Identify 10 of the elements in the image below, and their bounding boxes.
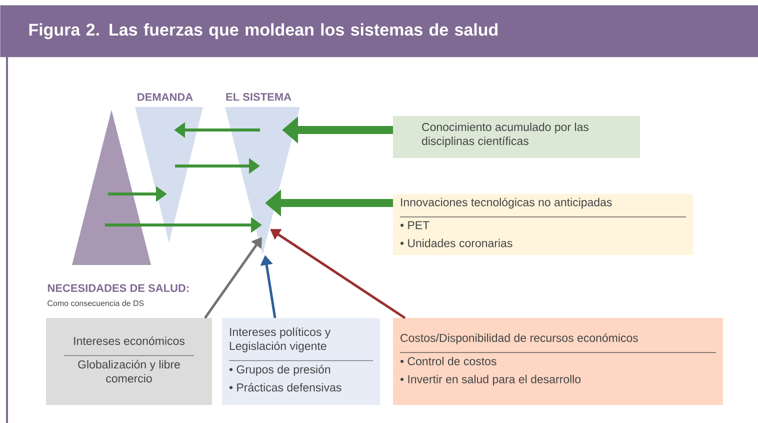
title-banner: Figura 2. Las fuerzas que moldean los sistemas de salud [0,5,758,58]
heading: DEMANDA [138,93,193,101]
heading: EL SISTEMA [226,93,292,101]
text-box: Intereses económicos Globalización y libre comercio [46,318,212,405]
subtitle: Como consecuencia de DS [48,300,144,306]
text-box: Conocimiento acumulado por las disciplinas científicas [393,116,640,158]
text-box: Costos/Disponibilidad de recursos económicos • Control de costos • Invertir en salud para el desarrollo [393,318,723,405]
text-box: Intereses políticos y Legislación vigente • Grupos de presión • Prácticas defensivas [222,318,380,405]
heading: NECESIDADES DE SALUD: [48,284,189,292]
text-box: Innovaciones tecnológicas no anticipadas • PET • Unidades coronarias [393,194,693,255]
